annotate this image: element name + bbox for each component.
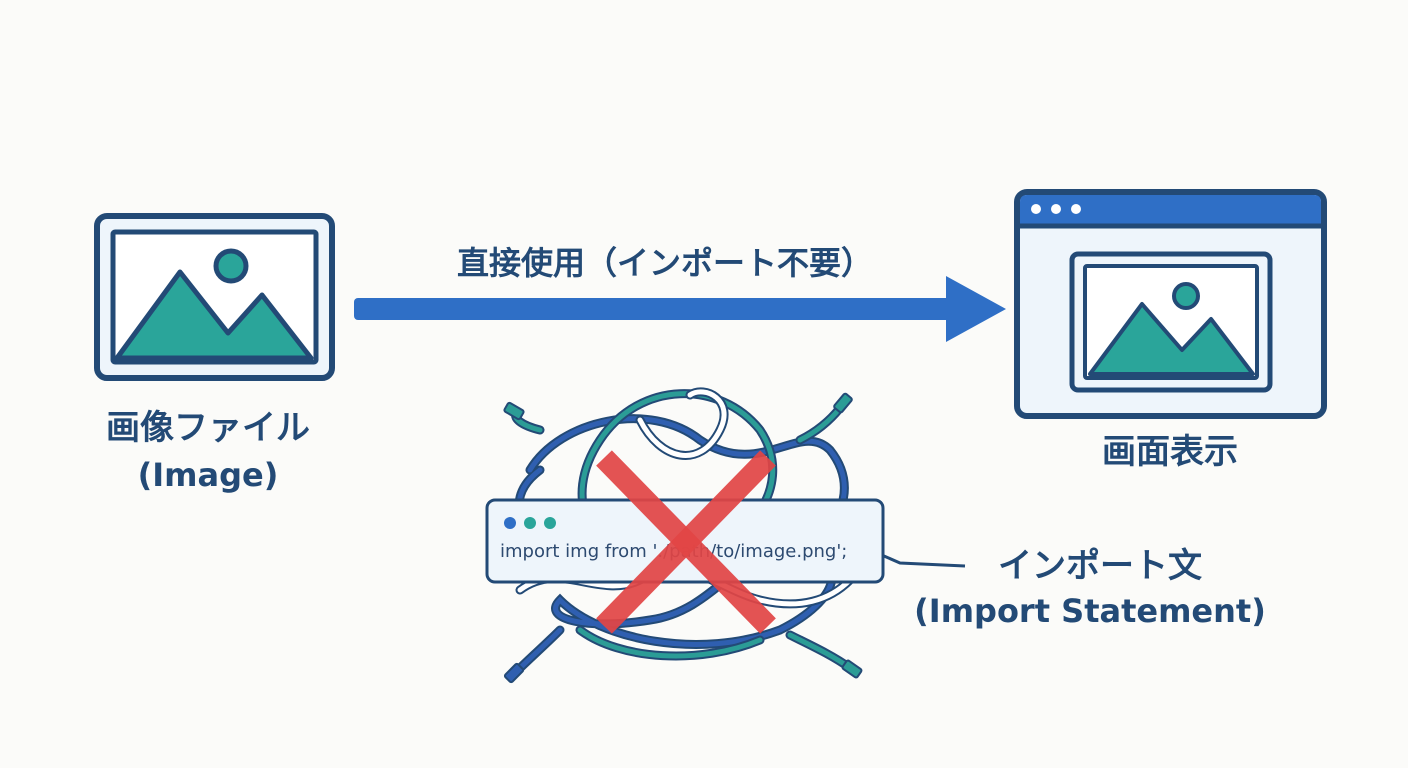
browser-window-icon [1014, 189, 1327, 419]
import-statement-label: インポート文 [998, 546, 1202, 586]
source-label-en: (Image) [137, 456, 279, 494]
import-statement-label-en: (Import Statement) [914, 592, 1266, 630]
flow-arrow [354, 276, 1006, 342]
flow-label: 直接使用（インポート不要） [456, 244, 873, 282]
source-label: 画像ファイル [106, 408, 310, 448]
image-file-icon [94, 213, 335, 381]
connector-line [883, 554, 966, 568]
display-label: 画面表示 [1102, 432, 1238, 472]
